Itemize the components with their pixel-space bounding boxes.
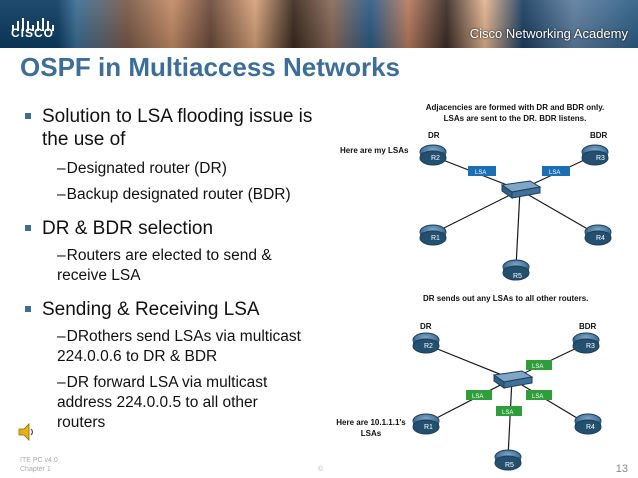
svg-text:LSA: LSA [502, 410, 513, 416]
svg-text:LSA: LSA [549, 170, 560, 176]
switch-icon [492, 370, 534, 389]
router-icon: R2 [419, 144, 447, 166]
router-icon: R1 [419, 224, 447, 246]
router-icon: R3 [581, 144, 609, 166]
router-icon: R2 [412, 332, 440, 354]
speaker-icon[interactable] [17, 423, 37, 441]
svg-text:R2: R2 [424, 343, 433, 350]
top-diagram-caption: Adjacencies are formed with DR and BDR o… [425, 103, 605, 123]
cisco-wordmark: CISCO [11, 26, 55, 40]
slide-title: OSPF in Multiaccess Networks [20, 52, 401, 82]
footer-course: ITE PC v4.0 Chapter 1 [20, 457, 58, 473]
banner-photo-strip [0, 0, 638, 48]
bullet-2: DR & BDR selection [22, 217, 332, 240]
svg-text:R3: R3 [596, 155, 605, 162]
sub-bullet-dr: –Designated router (DR) [57, 160, 227, 177]
lsa-tag: LSA [542, 166, 570, 176]
router-icon: R3 [572, 332, 600, 354]
page-number: 13 [615, 463, 628, 475]
lsa-tag: LSA [526, 390, 552, 400]
switch-icon [500, 180, 542, 199]
svg-text:R5: R5 [505, 462, 514, 469]
top-bdr-label: BDR [590, 131, 608, 140]
bottom-note: Here are 10.1.1.1's LSAs [336, 418, 406, 438]
sub-bullet-drothers: –DRothers send LSAs via multicast 224.0.… [57, 328, 301, 365]
sub-bullet-bdr: –Backup designated router (BDR) [57, 186, 291, 203]
lsa-tag: LSA [468, 166, 496, 176]
bottom-bdr-label: BDR [579, 322, 597, 331]
lsa-tag: LSA [466, 390, 492, 400]
sub-bullet-election: –Routers are elected to send & receive L… [57, 247, 272, 284]
svg-text:R1: R1 [431, 235, 440, 242]
svg-text:LSA: LSA [532, 364, 543, 370]
router-icon: R4 [584, 224, 612, 246]
svg-text:LSA: LSA [532, 394, 543, 400]
lsa-tag: LSA [496, 406, 522, 416]
top-dr-label: DR [428, 131, 440, 140]
router-icon: R1 [412, 413, 440, 435]
router-icon: R4 [574, 413, 602, 435]
sub-bullet-dr-forward: –DR forward LSA via multicast address 22… [57, 374, 268, 431]
cisco-logo [12, 18, 54, 31]
svg-text:R4: R4 [596, 235, 605, 242]
router-icon: R5 [494, 449, 522, 471]
bullet-3: Sending & Receiving LSA [22, 298, 332, 321]
lsa-tag: LSA [526, 360, 552, 370]
footer-copyright: © [318, 466, 324, 473]
header-banner: CISCO Cisco Networking Academy [0, 0, 638, 48]
svg-text:R3: R3 [586, 343, 595, 350]
svg-text:LSA: LSA [475, 170, 486, 176]
svg-text:R5: R5 [513, 273, 522, 280]
svg-text:R2: R2 [431, 155, 440, 162]
top-note: Here are my LSAs [340, 146, 409, 155]
svg-text:LSA: LSA [472, 394, 483, 400]
slide-body: Solution to LSA flooding issue is the us… [22, 105, 332, 439]
router-icon: R5 [502, 259, 530, 281]
bullet-1: Solution to LSA flooding issue is the us… [22, 105, 332, 151]
svg-text:R1: R1 [424, 424, 433, 431]
svg-text:R4: R4 [586, 424, 595, 431]
academy-wordmark: Cisco Networking Academy [469, 26, 628, 41]
bottom-dr-label: DR [420, 322, 432, 331]
bottom-diagram-caption: DR sends out any LSAs to all other route… [423, 294, 589, 303]
bottom-network-diagram: R2 R3 R1 R4 R5 LSA LSA LSA [412, 332, 602, 471]
top-network-diagram: R2 R3 R1 R4 R5 LSA LSA [419, 144, 612, 281]
